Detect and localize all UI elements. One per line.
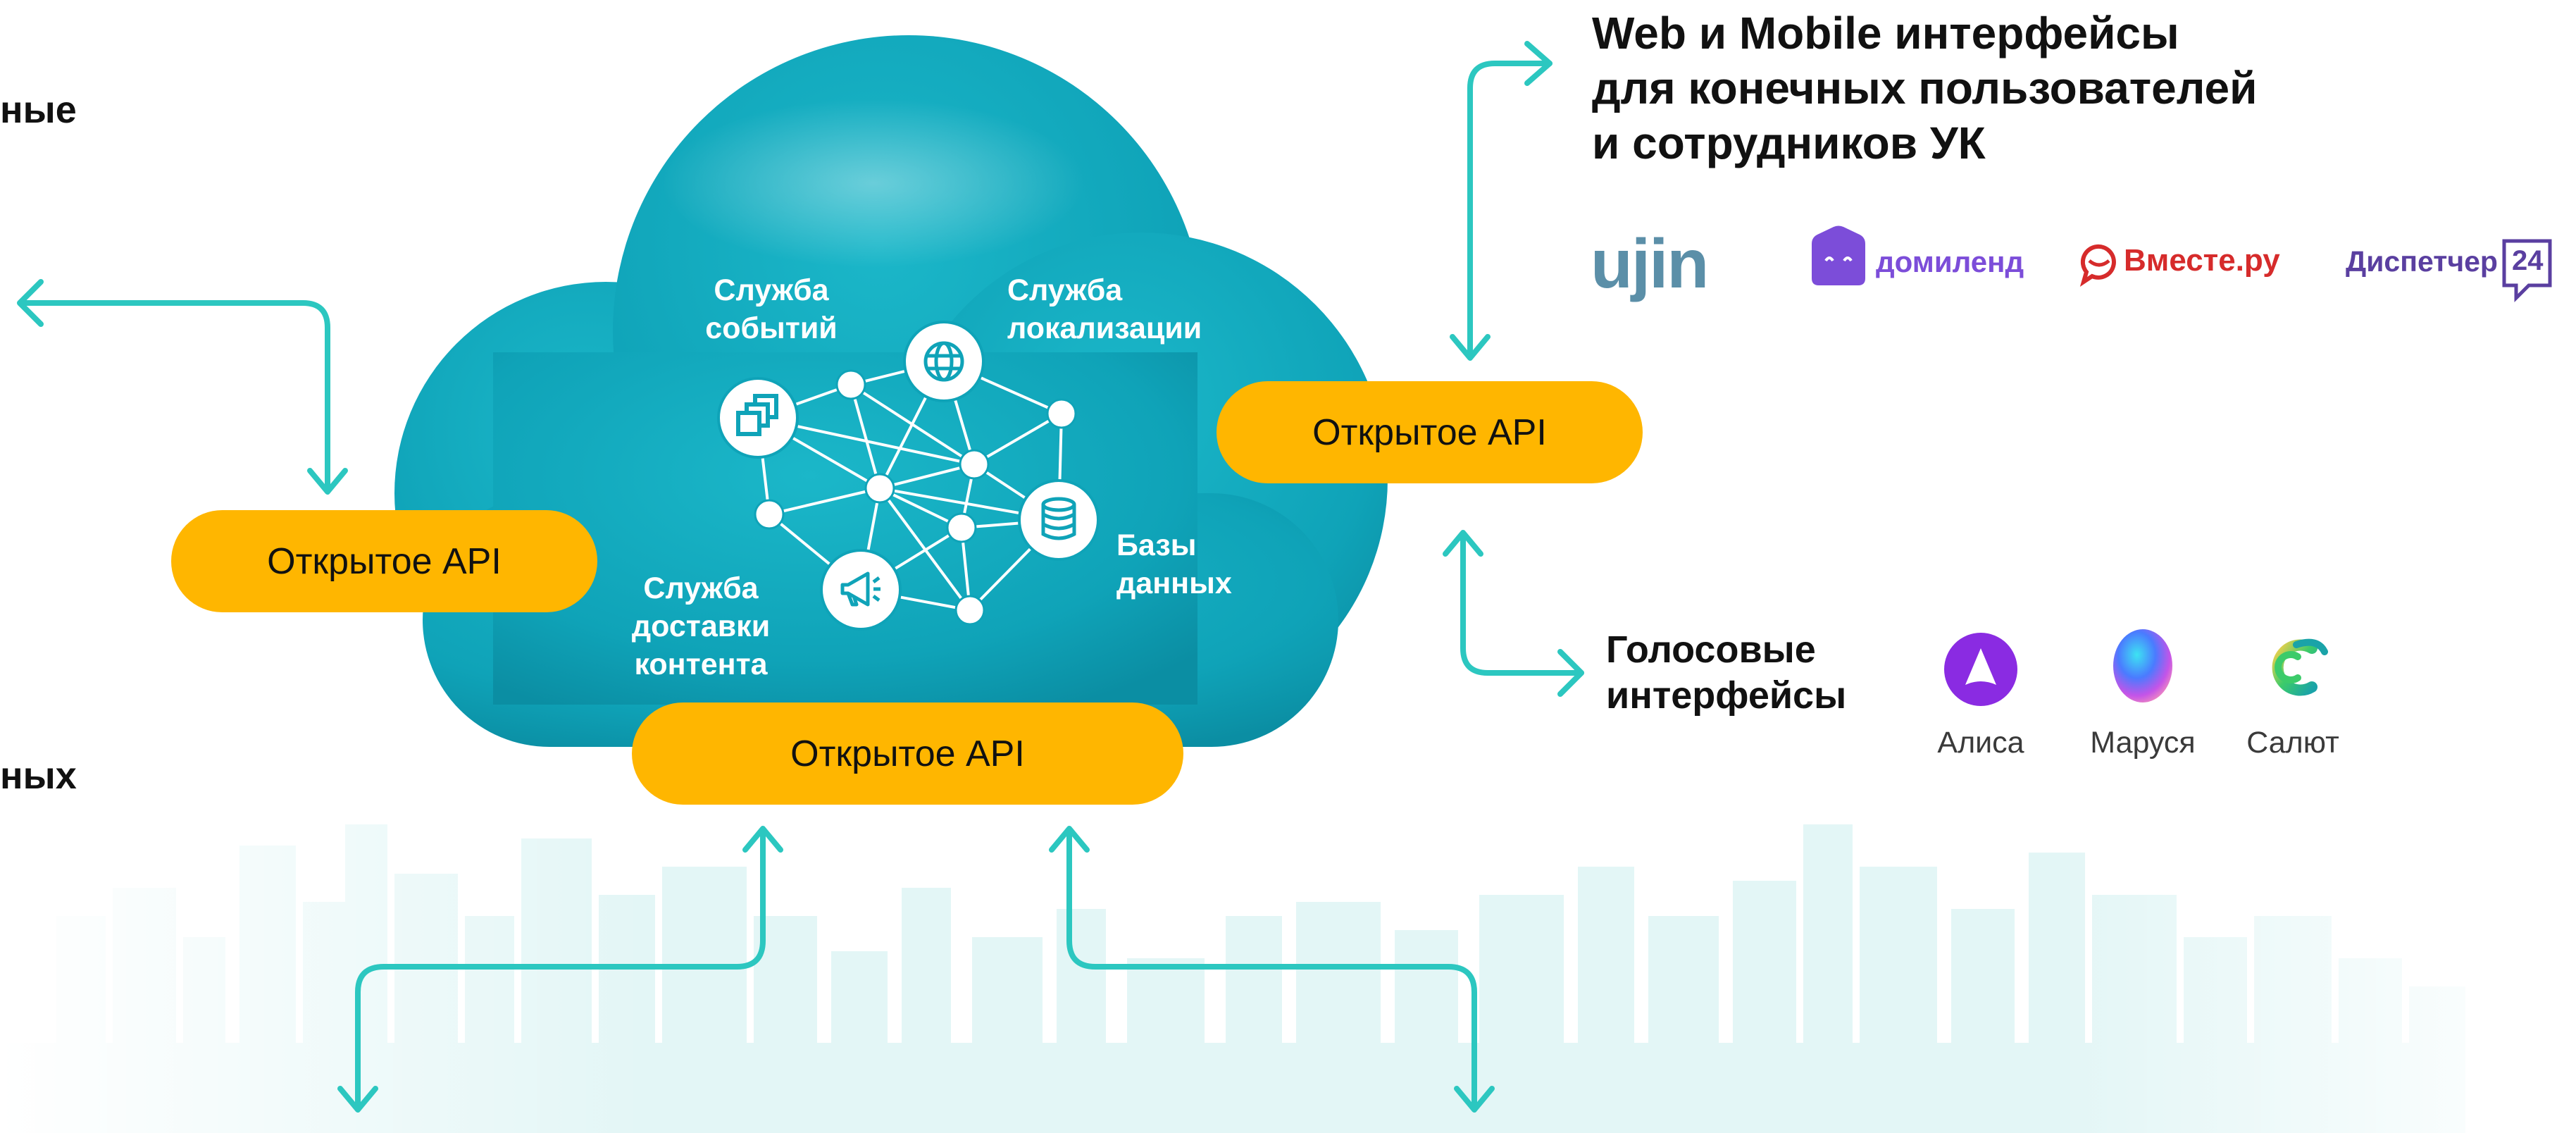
localization-label-line-1: Служба <box>1007 273 1123 307</box>
network-edge <box>769 487 881 516</box>
left-api-connector <box>18 300 330 493</box>
network-node <box>954 595 985 626</box>
copy-icon <box>736 394 778 436</box>
alice-caption: Алиса <box>1937 726 2024 760</box>
delivery-label-line-3: контента <box>634 648 768 681</box>
left-arrowhead-left <box>17 279 44 327</box>
ujin-logo: ujin <box>1591 225 1709 302</box>
network-node <box>864 473 895 504</box>
right-api-pill: Открытое API <box>1217 381 1643 483</box>
web-mobile-title: Web и Mobile интерфейсы для конечных пол… <box>1592 6 2257 171</box>
voice-title: Голосовые интерфейсы <box>1606 627 1846 719</box>
network-node <box>754 499 785 530</box>
left-arrowhead-down <box>307 468 348 495</box>
network-edge <box>878 487 971 612</box>
web-mobile-title-line-3: и сотрудников УК <box>1592 118 1986 168</box>
events-label-line-2: событий <box>705 311 838 345</box>
database-icon <box>1041 497 1076 540</box>
network-edge <box>879 463 975 490</box>
salut-caption: Салют <box>2246 726 2339 760</box>
alice-icon <box>1944 633 2017 706</box>
events-service-node <box>717 377 799 459</box>
network-node <box>946 512 977 543</box>
network-node <box>835 369 866 400</box>
web-mobile-title-line-1: Web и Mobile интерфейсы <box>1592 8 2179 58</box>
dispatcher-badge-icon <box>2502 239 2552 303</box>
network-edge <box>973 412 1063 466</box>
voice-arrowhead-right <box>1557 649 1584 697</box>
bottom-api-pill: Открытое API <box>632 702 1183 805</box>
events-label-line-1: Служба <box>714 273 829 307</box>
top-right-arrowhead-down <box>1450 334 1491 361</box>
network-node <box>959 449 990 480</box>
top-right-arrowhead-up <box>1524 41 1553 86</box>
voice-connector <box>1460 533 1584 676</box>
voice-arrowhead-up <box>1443 530 1483 557</box>
network-edge <box>850 384 881 489</box>
connectors <box>17 41 1584 1113</box>
vmeste-logo: Вместе.ру <box>2124 243 2280 278</box>
databases-label-line-2: данных <box>1116 566 1232 600</box>
voice-title-line-1: Голосовые <box>1606 629 1816 671</box>
dispatcher-badge-text: 24 <box>2512 245 2544 276</box>
delivery-service-label: Служба доставки контента <box>616 569 785 683</box>
left-bottom-text-fragment: ных <box>0 755 77 797</box>
bottom-right-arrowhead-down <box>1454 1086 1495 1113</box>
top-right-api-connector <box>1467 61 1553 355</box>
web-mobile-title-line-2: для конечных пользователей <box>1592 63 2258 113</box>
dispatcher-logo: Диспетчер <box>2346 245 2498 278</box>
vmeste-logo-icon <box>2079 244 2116 287</box>
domilend-logo-icon <box>1812 225 1865 285</box>
delivery-label-line-2: доставки <box>631 609 771 643</box>
bottom-right-connector <box>1066 829 1477 1109</box>
left-api-pill: Открытое API <box>171 510 597 612</box>
network-nodes <box>754 369 1077 626</box>
megaphone-icon <box>840 571 881 607</box>
bottom-left-arrowhead-up <box>742 826 783 853</box>
localization-service-label: Служба локализации <box>1007 271 1202 347</box>
salut-icon <box>2272 638 2328 696</box>
delivery-label-line-1: Служба <box>643 571 759 605</box>
bottom-left-connector <box>355 829 766 1109</box>
bottom-left-arrowhead-down <box>337 1086 378 1113</box>
voice-title-line-2: интерфейсы <box>1606 674 1847 717</box>
left-top-text-fragment: ные <box>0 89 77 131</box>
delivery-service-node <box>820 549 902 631</box>
localization-label-line-2: локализации <box>1007 311 1202 345</box>
domilend-logo: домиленд <box>1876 245 2024 278</box>
globe-icon <box>923 341 964 382</box>
bottom-right-arrowhead-up <box>1049 826 1090 853</box>
localization-service-node <box>903 321 985 402</box>
cloud-shape <box>394 35 1388 747</box>
marusya-caption: Маруся <box>2090 726 2196 760</box>
events-service-label: Служба событий <box>694 271 849 347</box>
databases-label-line-1: Базы <box>1116 528 1197 562</box>
databases-service-label: Базы данных <box>1116 526 1232 602</box>
databases-service-node <box>1018 479 1100 561</box>
skyline-fade <box>0 810 2576 1133</box>
marusya-icon <box>2113 629 2172 702</box>
network-node <box>1046 398 1077 429</box>
